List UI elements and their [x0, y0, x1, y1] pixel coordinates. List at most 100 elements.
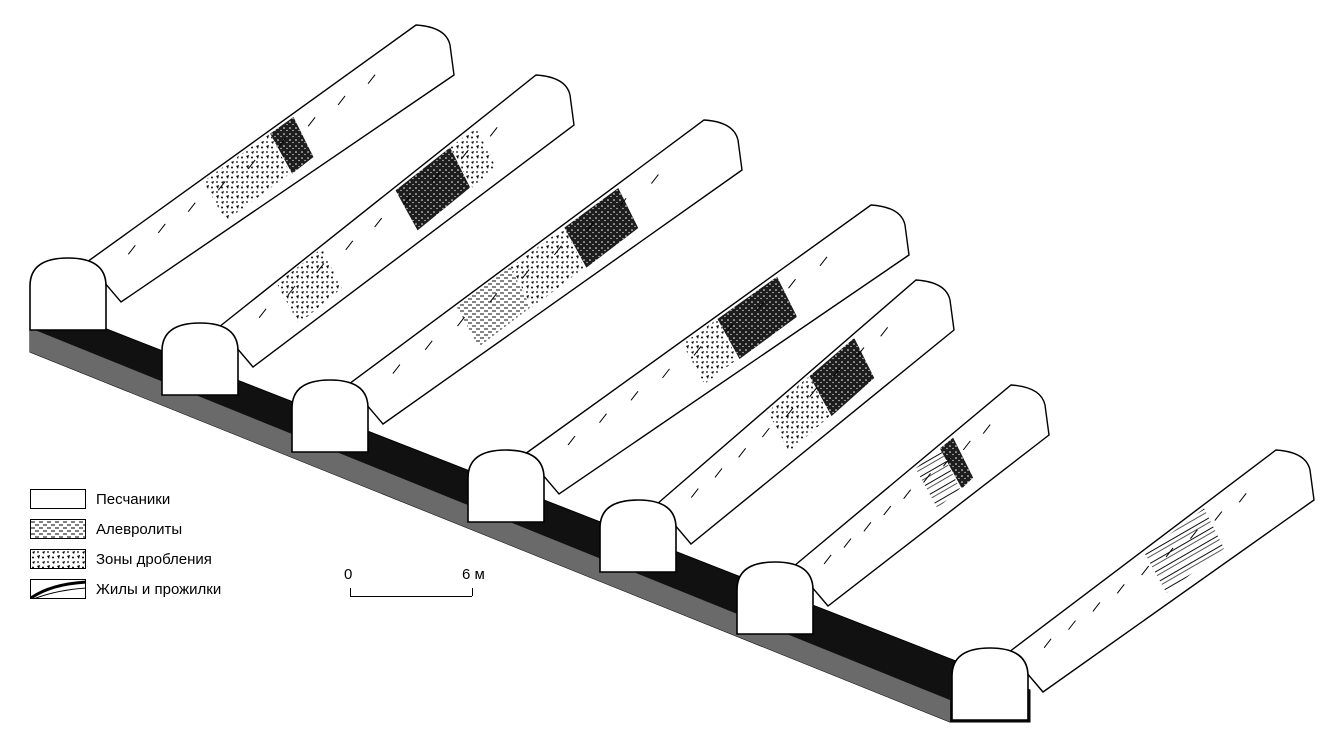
fracture-line	[392, 364, 401, 374]
fracture-line	[843, 538, 852, 548]
tunnel-portal	[161, 322, 239, 396]
lithology-band	[395, 147, 471, 231]
fracture-line	[856, 347, 865, 357]
fracture-line	[489, 293, 498, 303]
lithology-band	[203, 133, 291, 222]
scale-end-label: 6 м	[462, 566, 485, 583]
fracture-line	[630, 390, 639, 401]
tunnel-3	[291, 119, 743, 453]
lithology-band	[809, 338, 875, 417]
fracture-line	[424, 340, 433, 351]
legend-swatch-dashes	[30, 519, 86, 539]
fracture-line	[690, 488, 699, 498]
scale-line	[350, 596, 472, 597]
tunnel-portal	[291, 379, 369, 453]
scale-start-label: 0	[344, 566, 353, 583]
fracture-line	[345, 240, 354, 251]
fracture-line	[403, 195, 411, 205]
fracture-line	[1238, 493, 1247, 503]
fracture-line	[650, 174, 659, 184]
fracture-line	[217, 181, 226, 191]
tunnel-2	[161, 74, 575, 396]
fracture-line	[693, 346, 702, 356]
fracture-line	[287, 285, 296, 296]
fracture-line	[943, 456, 951, 467]
fracture-line	[127, 244, 136, 255]
scale-tick-end	[472, 588, 473, 596]
lithology-band	[450, 127, 496, 188]
fracture-line	[903, 489, 912, 500]
legend-label: Алевролиты	[96, 520, 183, 538]
tunnel-5	[599, 279, 955, 573]
fracture-line	[316, 263, 325, 273]
fracture-line	[1141, 565, 1150, 576]
lithology-band	[456, 267, 531, 347]
fracture-line	[1092, 602, 1101, 612]
fracture-line	[738, 447, 747, 458]
fracture-line	[982, 424, 991, 434]
lithology-band	[270, 117, 314, 174]
fracture-line	[554, 245, 562, 256]
lithology-band	[1144, 508, 1225, 593]
fracture-line	[785, 407, 794, 418]
lithology-band	[682, 319, 738, 384]
lithology-band	[915, 448, 960, 509]
tunnel-portal	[951, 647, 1029, 721]
fracture-line	[277, 138, 286, 148]
fracture-line	[367, 74, 376, 84]
legend-item-sandstone: Песчаники	[30, 484, 221, 514]
lithology-band	[717, 276, 797, 360]
legend-swatch-blank	[30, 489, 86, 509]
fracture-line	[788, 278, 796, 289]
lithology-band	[939, 437, 974, 489]
fracture-line	[307, 117, 316, 127]
fracture-line	[725, 323, 733, 334]
fracture-line	[662, 368, 670, 379]
tunnel-1	[29, 24, 455, 331]
fracture-line	[457, 316, 465, 327]
fracture-line	[809, 387, 818, 398]
lithology-band	[276, 248, 342, 324]
fracture-line	[258, 308, 267, 319]
fracture-line	[432, 172, 440, 183]
tunnel-portal	[599, 499, 677, 573]
tunnel-group	[29, 24, 1315, 721]
tunnel-portal	[736, 561, 814, 635]
fracture-line	[923, 473, 931, 483]
legend: Песчаники Алевролиты Зоны дробления Жилы…	[30, 484, 221, 604]
fracture-line	[1190, 529, 1198, 540]
fracture-line	[863, 522, 872, 532]
tunnel-4	[467, 204, 910, 523]
legend-label: Жилы и прожилки	[96, 580, 222, 598]
fracture-line	[521, 269, 530, 279]
lithology-band	[510, 227, 585, 308]
fracture-line	[761, 427, 770, 438]
fracture-line	[247, 159, 256, 170]
fracture-line	[599, 413, 607, 423]
fracture-line	[1043, 638, 1052, 649]
fracture-line	[1068, 620, 1076, 630]
legend-item-veins: Жилы и прожилки	[30, 574, 221, 604]
fracture-line	[832, 367, 841, 377]
fracture-line	[567, 435, 576, 446]
fracture-line	[374, 217, 383, 228]
fracture-line	[823, 554, 832, 565]
fracture-line	[714, 468, 723, 478]
tunnel-7	[951, 449, 1315, 721]
fracture-line	[962, 440, 971, 451]
fracture-line	[586, 221, 595, 232]
fracture-line	[1214, 511, 1223, 521]
scale-tick-start	[350, 588, 351, 596]
floor-edge	[30, 328, 950, 722]
fracture-line	[883, 505, 892, 516]
fracture-line	[157, 223, 166, 234]
legend-item-siltstone: Алевролиты	[30, 514, 221, 544]
fracture-line	[187, 202, 196, 212]
legend-swatch-breccia	[30, 549, 86, 569]
legend-item-fracture-zone: Зоны дробления	[30, 544, 221, 574]
fracture-line	[337, 95, 346, 106]
fracture-line	[880, 327, 889, 337]
legend-label: Зоны дробления	[96, 550, 212, 568]
lithology-band	[564, 188, 639, 268]
